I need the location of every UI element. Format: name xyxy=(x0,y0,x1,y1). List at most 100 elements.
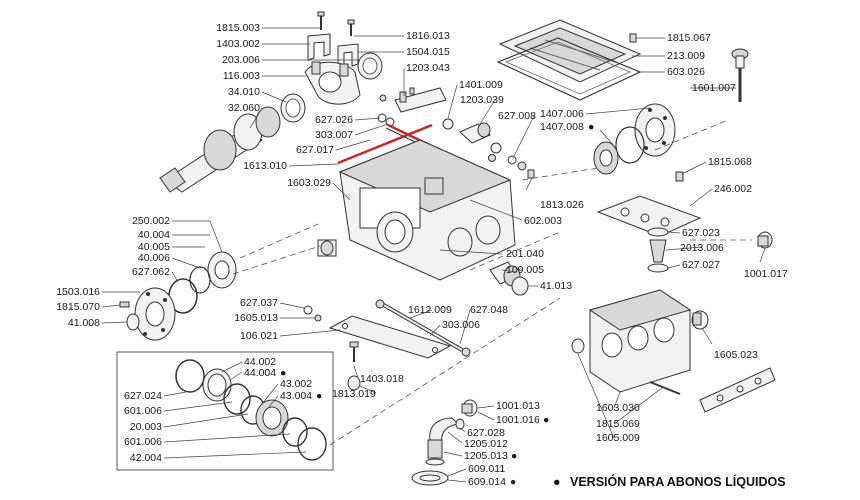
label-1605-013: 1605.013 xyxy=(234,312,278,324)
label-1813-019: 1813.019 xyxy=(332,388,376,400)
assembly-dashes xyxy=(232,119,752,446)
label-1001-016: 1001.016 xyxy=(496,414,540,426)
label-627-062: 627.062 xyxy=(132,266,170,278)
plug-1813-019 xyxy=(347,375,361,391)
bullet-1001-016: ● xyxy=(543,414,549,426)
label-44-002: 44.002 xyxy=(244,356,276,368)
label-40-006: 40.006 xyxy=(138,252,170,264)
screw-1815-067 xyxy=(629,33,637,43)
label-1603-029: 1603.029 xyxy=(287,177,331,189)
flange-1407-006 xyxy=(593,103,676,175)
ring-1401-009 xyxy=(442,118,454,130)
label-1815-070: 1815.070 xyxy=(56,301,100,313)
fitting-1001-013 xyxy=(461,399,478,417)
label-43-002: 43.002 xyxy=(280,378,312,390)
washer-627-008 xyxy=(507,155,517,165)
label-213-009: 213.009 xyxy=(667,50,705,62)
label-627-023: 627.023 xyxy=(682,227,720,239)
label-627-008: 627.008 xyxy=(498,110,536,122)
rod-1613-010 xyxy=(337,123,433,165)
label-20-003: 20.003 xyxy=(130,421,162,433)
label-32-060: 32.060 xyxy=(228,102,260,114)
label-1613-010: 1613.010 xyxy=(243,160,287,172)
plug-1605-009 xyxy=(571,338,585,354)
screw-1815-003 xyxy=(317,11,325,30)
label-603-026: 603.026 xyxy=(667,66,705,78)
bullet-609-014: ● xyxy=(510,476,516,488)
legend-bullet: ● xyxy=(553,475,561,489)
label-1001-017: 1001.017 xyxy=(744,268,788,280)
valve-2013-006 xyxy=(649,239,667,263)
label-1403-002: 1403.002 xyxy=(216,38,260,50)
pump-head-1603-030 xyxy=(588,289,692,393)
label-250-002: 250.002 xyxy=(132,215,170,227)
label-1815-003: 1815.003 xyxy=(216,22,260,34)
oring-627-037 xyxy=(303,305,313,315)
label-1815-069: 1815.069 xyxy=(596,418,640,430)
label-201-040: 201.040 xyxy=(506,248,544,260)
bracket-1403-002 xyxy=(307,33,331,61)
plunger-1203-043 xyxy=(394,87,447,113)
bullet-1205-013: ● xyxy=(511,450,517,462)
label-1203-043: 1203.043 xyxy=(406,62,450,74)
label-601-006-a: 601.006 xyxy=(124,405,162,417)
label-106-021: 106.021 xyxy=(240,330,278,342)
label-1601-007: 1601.007 xyxy=(692,82,736,94)
screw-1815-070 xyxy=(119,301,130,308)
label-1605-009: 1605.009 xyxy=(596,432,640,444)
legend: ● VERSIÓN PARA ABONOS LÍQUIDOS xyxy=(553,474,786,489)
label-1203-039: 1203.039 xyxy=(460,94,504,106)
label-1401-009: 1401.009 xyxy=(459,79,503,91)
sleeve-1203-039 xyxy=(459,122,491,144)
label-303-006: 303.006 xyxy=(442,319,480,331)
label-627-027: 627.027 xyxy=(682,259,720,271)
label-1407-006: 1407.006 xyxy=(540,108,584,120)
plug-201-040 xyxy=(317,239,337,257)
label-41-013: 41.013 xyxy=(540,280,572,292)
legend-text: VERSIÓN PARA ABONOS LÍQUIDOS xyxy=(570,474,786,489)
seal-detail-box xyxy=(116,351,334,471)
label-1407-008: 1407.008 xyxy=(540,121,584,133)
screw-1403-018 xyxy=(349,341,359,362)
label-1605-023: 1605.023 xyxy=(714,349,758,361)
oring-627-028 xyxy=(455,418,465,430)
label-1813-026: 1813.026 xyxy=(540,199,584,211)
label-44-004: 44.004 xyxy=(244,367,276,379)
fitting-1001-017 xyxy=(757,231,773,249)
plug-1813-026 xyxy=(527,169,535,179)
label-627-017: 627.017 xyxy=(296,144,334,156)
dipstick-1601-007 xyxy=(731,48,749,102)
label-1205-012: 1205.012 xyxy=(464,438,508,450)
label-627-028: 627.028 xyxy=(467,427,505,439)
label-40-004: 40.004 xyxy=(138,229,170,241)
cover-1503-016 xyxy=(134,287,176,341)
seal-kit-parts xyxy=(175,359,327,461)
label-1815-068: 1815.068 xyxy=(708,156,752,168)
label-609-011: 609.011 xyxy=(468,463,505,475)
oring-627-027 xyxy=(647,263,669,273)
screw-1816-013 xyxy=(347,19,355,36)
bullet-1407-008: ● xyxy=(588,121,594,133)
bullet-43-004: ● xyxy=(316,390,322,402)
rod-1612-009 xyxy=(375,299,471,357)
bearing-250-002 xyxy=(207,251,237,289)
label-627-024: 627.024 xyxy=(124,390,162,402)
label-627-048: 627.048 xyxy=(470,304,508,316)
label-609-014: 609.014 xyxy=(468,476,506,488)
screw-1815-069 xyxy=(649,381,681,395)
fitting-1605-023 xyxy=(691,310,709,330)
cover-213-009 xyxy=(498,19,642,83)
label-1503-016: 1503.016 xyxy=(56,286,100,298)
connecting-rod-116-003 xyxy=(304,61,361,105)
label-1815-067: 1815.067 xyxy=(667,32,711,44)
label-203-006: 203.006 xyxy=(222,54,260,66)
label-246-002: 246.002 xyxy=(714,183,752,195)
label-1816-013: 1816.013 xyxy=(406,30,450,42)
label-40-005: 40.005 xyxy=(138,241,170,253)
plate-106-021 xyxy=(328,315,452,359)
shim-40-004 xyxy=(189,266,211,294)
label-1603-030: 1603.030 xyxy=(596,402,640,414)
crankcase-1603-029 xyxy=(338,139,516,281)
screw-1815-068 xyxy=(675,171,684,182)
